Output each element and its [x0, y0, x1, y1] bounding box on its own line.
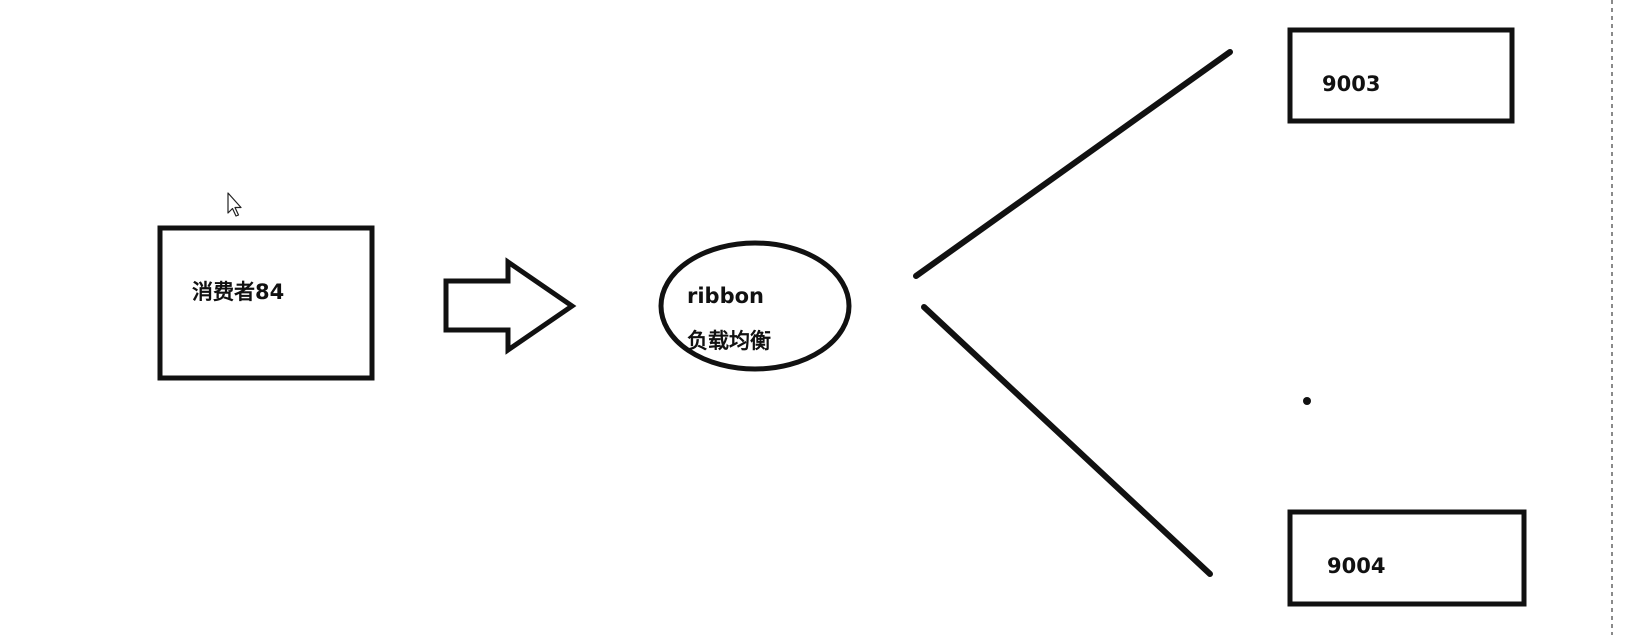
server-9004-node-box — [1287, 509, 1527, 607]
mouse-cursor-icon — [227, 192, 242, 217]
ribbon-to-9004-line — [921, 304, 1213, 577]
consumer-node-box — [157, 225, 375, 381]
consumer-to-ribbon-arrow — [443, 257, 577, 355]
stray-dot-mark — [1303, 397, 1311, 405]
consumer-node-label: 消费者84 — [192, 280, 285, 304]
ribbon-to-9003-line — [913, 49, 1233, 279]
server-9003-node-box — [1287, 27, 1515, 124]
ribbon-node-label: ribbon — [687, 284, 764, 308]
server-9003-label: 9003 — [1322, 72, 1381, 96]
ribbon-node-ellipse — [658, 240, 852, 372]
server-9004-label: 9004 — [1327, 554, 1386, 578]
load-balance-label: 负载均衡 — [687, 329, 771, 353]
